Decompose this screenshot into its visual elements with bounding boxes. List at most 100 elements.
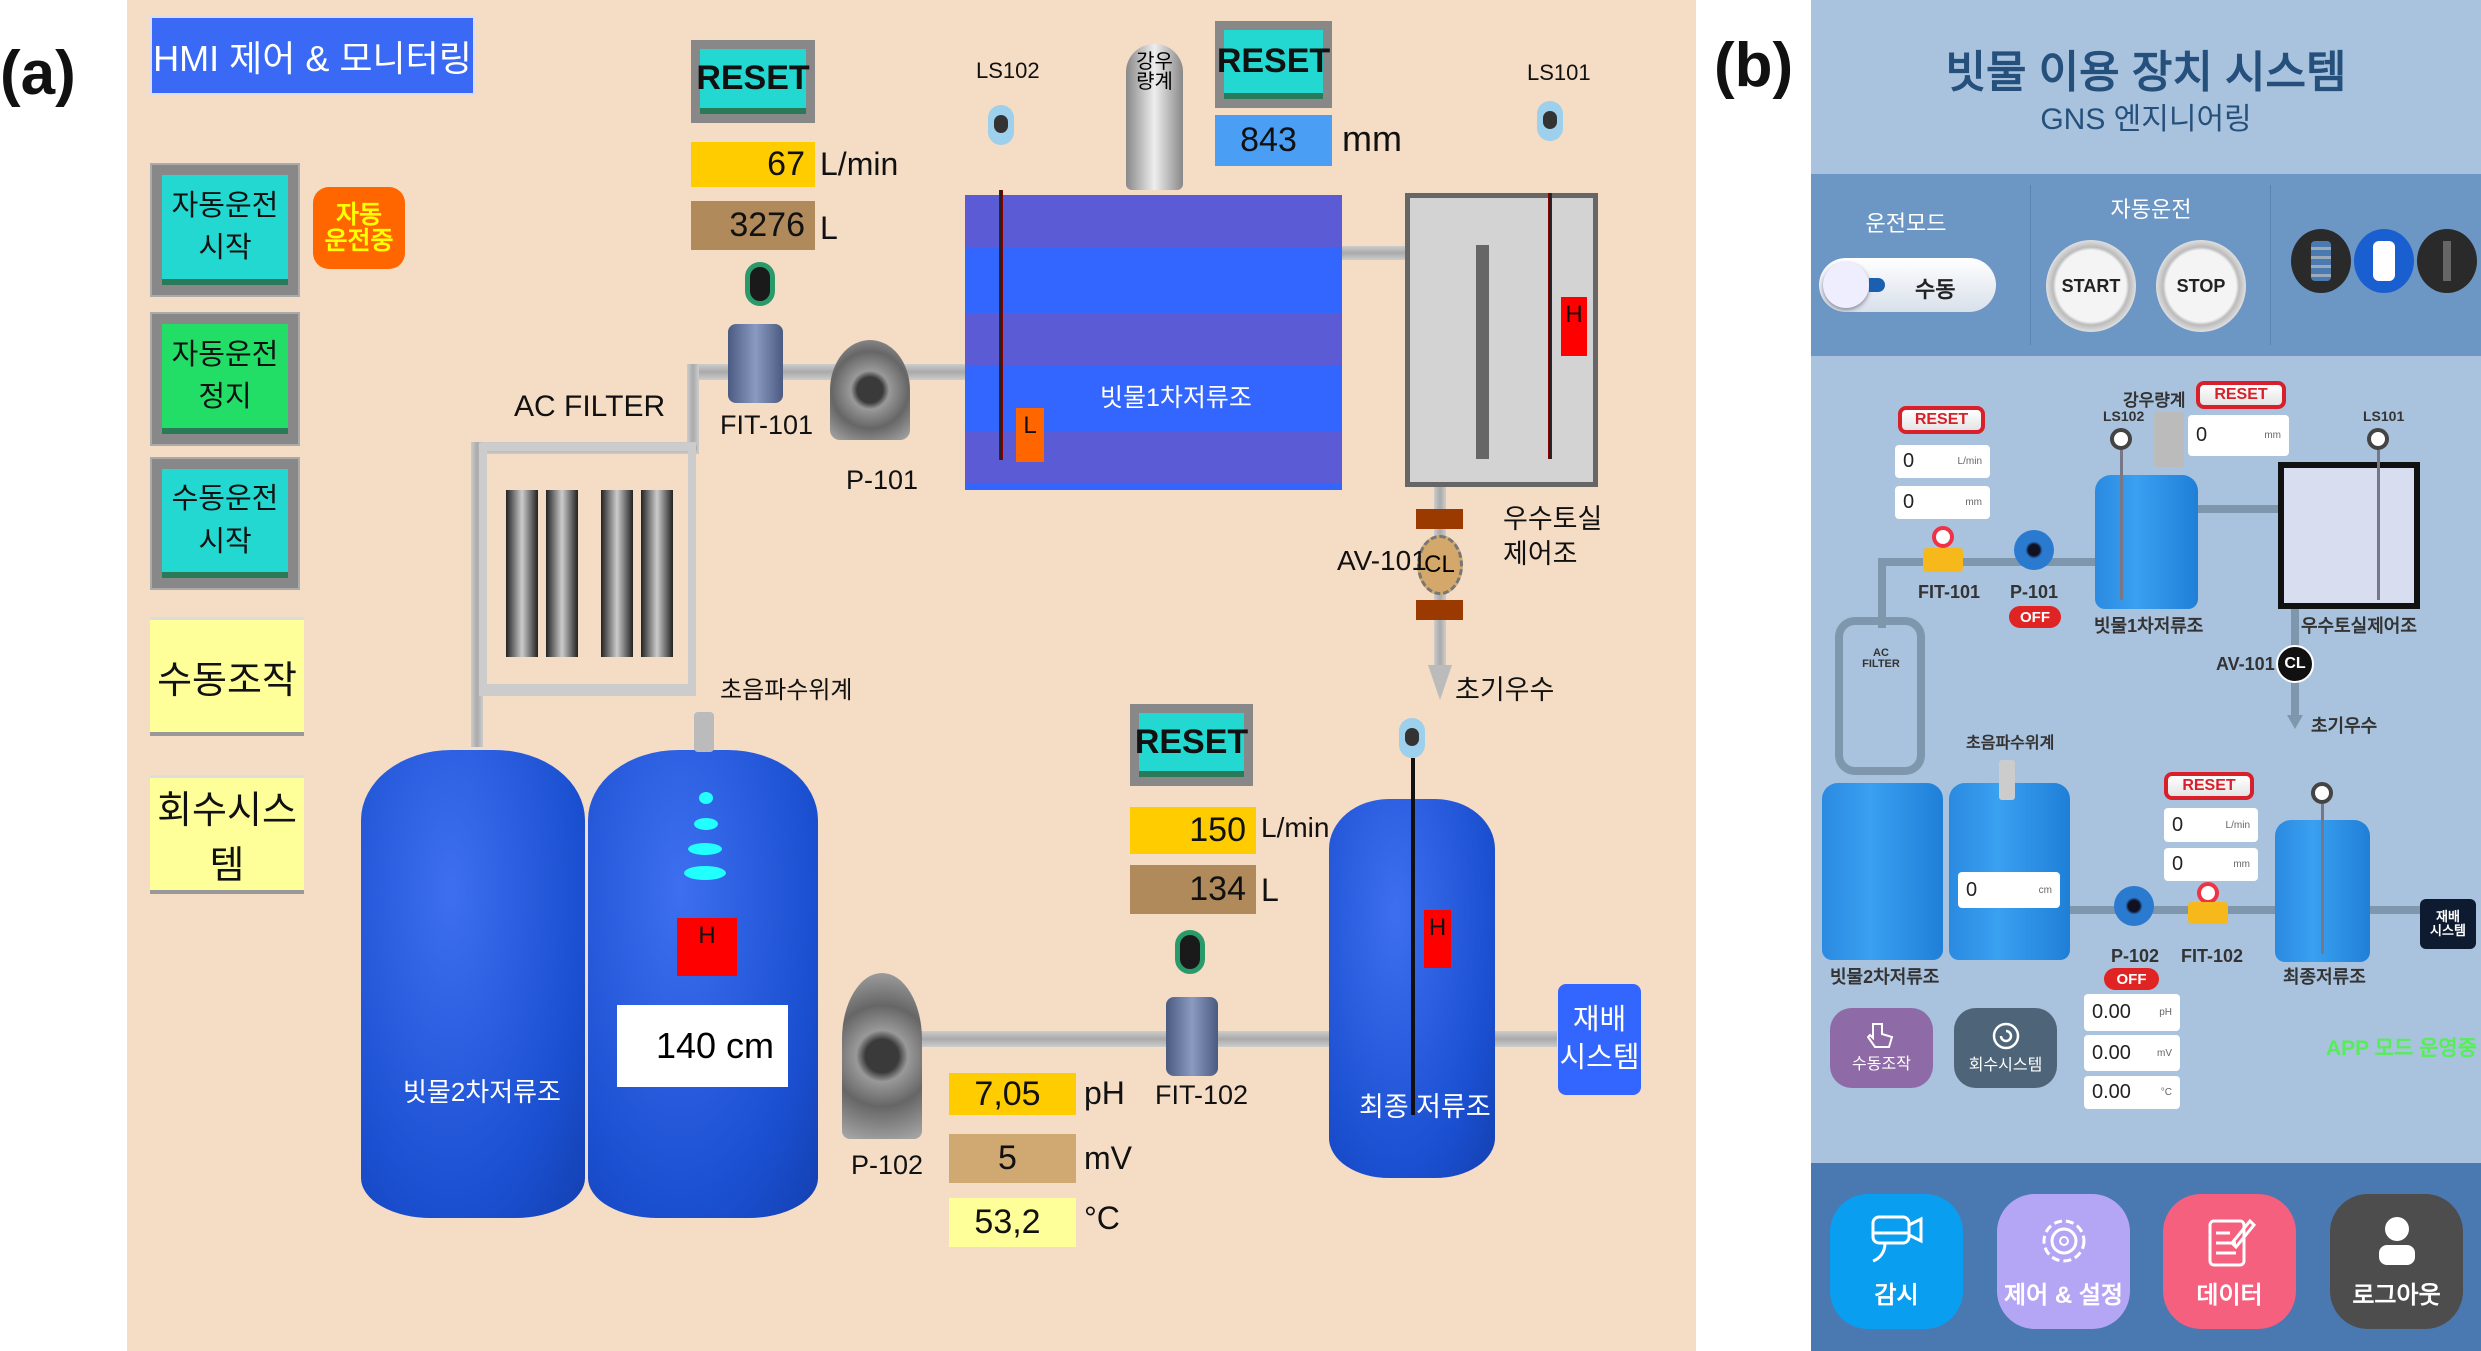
- toggle-indicator: [1869, 278, 1885, 292]
- recovery-system-button[interactable]: 회수시스템: [150, 775, 304, 894]
- fit102-total-unit: L: [1261, 872, 1279, 908]
- recovery-system-label: 회수시스템: [1968, 1057, 2043, 1074]
- tank2-label: 빗물2차저류조: [403, 1077, 561, 1107]
- recovery-system-button[interactable]: 회수시스템: [1954, 1008, 2057, 1088]
- manual-operation-button[interactable]: 수동조작: [1830, 1008, 1933, 1088]
- reset-button-fit102[interactable]: RESET: [1130, 704, 1253, 786]
- final-tank-gauge-icon: [2311, 782, 2333, 804]
- filter-cartridge-icon: [641, 490, 673, 657]
- av101-label: AV-101: [2216, 654, 2275, 674]
- tank1-view-icon[interactable]: [2291, 229, 2351, 293]
- fit101-flow-value: 0: [1903, 450, 1915, 472]
- reset-button-fit102[interactable]: RESET: [2164, 772, 2254, 800]
- ultrasonic-sensor-label: 초음파수위계: [720, 677, 853, 704]
- ultrasonic-sensor-label: 초음파수위계: [1966, 735, 2055, 752]
- pump-p101-icon[interactable]: [2014, 530, 2054, 570]
- tank1-label: 빗물1차저류조: [1100, 384, 1252, 412]
- mv-unit: mV: [1084, 1140, 1132, 1176]
- fit102-label: FIT-102: [1155, 1080, 1249, 1110]
- gear-icon: [2042, 1219, 2085, 1263]
- tank2-right: [1949, 783, 2070, 960]
- pump-p101-icon[interactable]: [830, 340, 910, 440]
- fit101-flow-unit: L/min: [1957, 456, 1982, 467]
- valve-av101-icon[interactable]: CL: [1416, 509, 1463, 620]
- pipe-fit101: [1878, 558, 2096, 566]
- toggle-knob[interactable]: [1823, 262, 1869, 308]
- fit102-total-unit: mm: [2233, 859, 2250, 870]
- rain-gauge-line2: 량계: [1136, 71, 1173, 93]
- overflow-tank-line1: 우수토실: [1503, 504, 1603, 534]
- fit101-total-unit: mm: [1965, 497, 1982, 508]
- fit102-total-value: 0: [2172, 853, 2184, 875]
- fit102-flow-unit: L/min: [1261, 812, 1330, 843]
- nav-control-settings[interactable]: 제어 & 설정: [1997, 1194, 2130, 1329]
- arrow-down-icon: [2287, 715, 2303, 729]
- ls102-rod: [999, 190, 1003, 460]
- nav-data[interactable]: 데이터: [2163, 1194, 2296, 1329]
- reset-button-rain-gauge[interactable]: RESET: [1215, 21, 1332, 108]
- hand-pointer-icon: [1866, 1023, 1893, 1048]
- av101-state: CL: [1416, 534, 1463, 595]
- pipe-main: [917, 1031, 1329, 1047]
- reset-label: RESET: [1217, 30, 1330, 99]
- pipe-main: [2070, 906, 2275, 914]
- mode-toggle[interactable]: 수동: [1819, 258, 1996, 312]
- ls101-sensor-icon: [1537, 101, 1563, 141]
- fit101-total-unit: L: [820, 210, 838, 246]
- ls102-label: LS102: [976, 58, 1040, 83]
- stop-button[interactable]: STOP: [2156, 240, 2246, 332]
- p102-status-badge: OFF: [2104, 968, 2159, 990]
- fit102-total-field: 0 mm: [2164, 848, 2258, 881]
- rain-gauge-label: 강우량계: [2123, 391, 2186, 410]
- pipe-cultivation: [2370, 906, 2420, 914]
- ls101-label: LS101: [1527, 60, 1591, 85]
- final-tank-label: 최종저류조: [2283, 967, 2366, 987]
- final-tank-label: 최종 저류조: [1359, 1092, 1491, 1122]
- pump-p102-icon[interactable]: [842, 973, 922, 1139]
- nav-monitoring[interactable]: 감시: [1830, 1194, 1963, 1329]
- tank2-left: [1822, 783, 1943, 960]
- rain-gauge-icon: [2154, 412, 2184, 467]
- rain-gauge-value: 843: [1215, 115, 1332, 166]
- nav-logout[interactable]: 로그아웃: [2330, 1194, 2463, 1329]
- filter-view-icon[interactable]: [2417, 229, 2477, 293]
- pipe-overflow: [2198, 505, 2278, 513]
- valve-av101-icon[interactable]: CL: [2276, 645, 2314, 683]
- final-tank-sensor-icon: [1399, 718, 1425, 758]
- pump-p102-icon[interactable]: [2114, 886, 2154, 926]
- ls101-rod: [2377, 450, 2380, 600]
- fit101-label: FIT-101: [720, 410, 814, 440]
- auto-operation-label: 자동운전: [2110, 197, 2192, 222]
- overflow-tank-line2: 제어조: [1503, 539, 1578, 570]
- start-button[interactable]: START: [2046, 240, 2136, 332]
- tank2-view-icon[interactable]: [2354, 229, 2414, 293]
- cultivation-line1: 재배: [1572, 1003, 1627, 1036]
- pipe-vertical: [1878, 558, 1886, 628]
- fit101-flow-value: 67: [691, 142, 815, 187]
- tank1-label: 빗물1차저류조: [2094, 616, 2204, 636]
- reset-button-fit101[interactable]: RESET: [1898, 406, 1985, 434]
- overflow-weir: [1476, 245, 1489, 459]
- flowmeter-fit102-icon: [1166, 997, 1218, 1076]
- flowmeter-fit101-icon: [728, 324, 783, 403]
- manual-operation-button[interactable]: 수동조작: [150, 617, 304, 736]
- reset-button-rain-gauge[interactable]: RESET: [2196, 381, 2286, 409]
- user-icon: [2378, 1217, 2415, 1265]
- flowmeter-fit101-icon: [1923, 548, 1963, 572]
- ls101-rod: [1548, 193, 1552, 459]
- cultivation-line2: 시스템: [1559, 1041, 1640, 1074]
- ultrasonic-wave-icon: [688, 843, 722, 855]
- overflow-level-high-indicator: H: [1561, 297, 1587, 356]
- fit102-total-value: 134: [1130, 865, 1256, 914]
- p101-label: P-101: [846, 465, 919, 495]
- fit101-gauge-icon: [1932, 526, 1954, 548]
- reset-button-fit101[interactable]: RESET: [691, 40, 815, 123]
- p101-status-badge: OFF: [2009, 606, 2061, 628]
